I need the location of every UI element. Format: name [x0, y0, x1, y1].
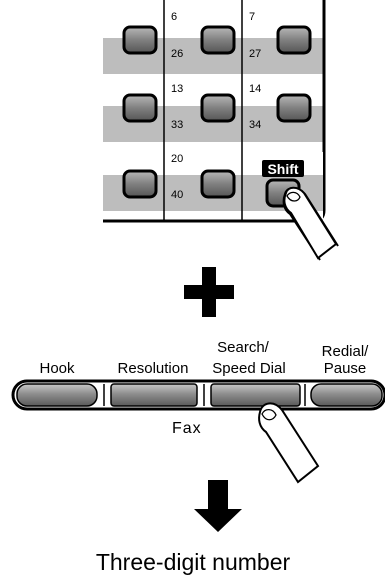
finger-icon — [258, 402, 320, 484]
key-number: 26 — [171, 48, 183, 60]
hook-label: Hook — [39, 360, 75, 377]
key-number: 13 — [171, 83, 183, 95]
key-number: 7 — [249, 11, 255, 23]
redial-label-line2: Pause — [324, 360, 367, 377]
key-number: 14 — [249, 83, 261, 95]
one-touch-panel: 6 26 7 27 13 33 14 34 20 40 Shift — [103, 0, 339, 261]
search-label-line2: Speed Dial — [212, 360, 285, 377]
redial-label-line1: Redial/ — [322, 343, 370, 360]
redial-pause-button[interactable] — [310, 383, 383, 407]
fax-panel: Hook Resolution Search/ Speed Dial Redia… — [11, 339, 385, 484]
key-number: 27 — [249, 48, 261, 60]
key-number: 6 — [171, 11, 177, 23]
key-number: 34 — [249, 119, 261, 131]
svg-text:Shift: Shift — [267, 161, 298, 177]
one-touch-key[interactable] — [200, 169, 236, 199]
caption: Three-digit number — [96, 549, 291, 575]
one-touch-key[interactable] — [200, 93, 236, 123]
finger-icon — [282, 186, 339, 261]
key-number: 20 — [171, 153, 183, 165]
resolution-button[interactable] — [110, 383, 198, 407]
key-number: 33 — [171, 119, 183, 131]
key-number: 40 — [171, 189, 183, 201]
one-touch-key[interactable] — [122, 93, 158, 123]
down-arrow-icon — [194, 480, 242, 532]
search-speed-dial-button[interactable] — [210, 383, 301, 407]
one-touch-key[interactable] — [200, 25, 236, 55]
search-label-line1: Search/ — [217, 339, 270, 356]
one-touch-key[interactable] — [122, 169, 158, 199]
shift-label: Shift — [262, 160, 304, 177]
resolution-label: Resolution — [118, 360, 189, 377]
one-touch-key[interactable] — [276, 93, 312, 123]
one-touch-key[interactable] — [276, 25, 312, 55]
fax-section-label: Fax — [172, 420, 202, 437]
hook-button[interactable] — [16, 383, 98, 407]
plus-icon — [184, 267, 234, 317]
one-touch-key[interactable] — [122, 25, 158, 55]
